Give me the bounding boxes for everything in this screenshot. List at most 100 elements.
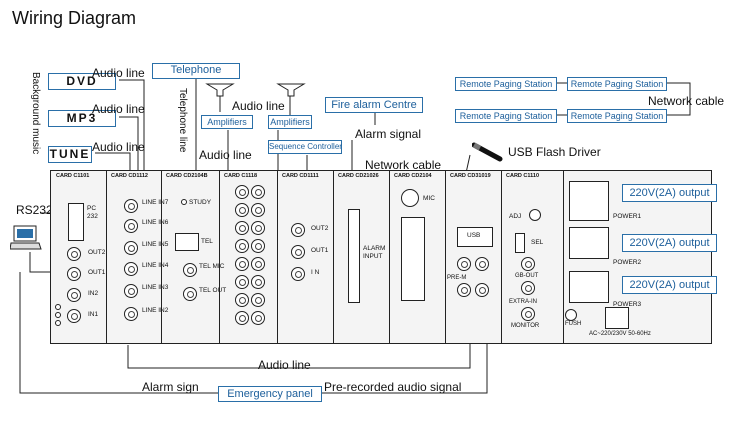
card-cd1111: CARD CD1111 OUT2 OUT1 I N	[277, 171, 334, 343]
port-label: INPUT	[363, 253, 383, 260]
card-cd31019: CARD CD31019 USB PRE-M	[445, 171, 502, 343]
indicator-dot	[55, 312, 61, 318]
speaker-out-jack	[251, 203, 265, 217]
network-cable-label: Network cable	[648, 94, 725, 108]
power-section: POWER1 POWER2 POWER3 FUSH AC~220/230V 50…	[563, 171, 711, 343]
port-label: MIC	[423, 195, 435, 202]
background-music-label: Background music	[30, 72, 41, 155]
card-header: CARD CD2104	[394, 173, 432, 179]
line-in-jack	[124, 241, 138, 255]
db9-port	[68, 203, 84, 241]
speaker-out-jack	[235, 239, 249, 253]
speaker-out-jack	[235, 257, 249, 271]
remote-paging-station-box: Remote Paging Station	[567, 109, 667, 123]
port-label: EXTRA-IN	[509, 299, 538, 305]
port-label: TEL	[201, 238, 213, 245]
alarm-sign-label: Alarm sign	[142, 380, 199, 394]
speaker-out-jack	[251, 293, 265, 307]
line-in-jack	[124, 199, 138, 213]
mode-switch	[515, 233, 525, 253]
tune-source: TUNE	[48, 146, 92, 163]
port-label: USB	[467, 232, 481, 239]
fire-alarm-centre-box: Fire alarm Centre	[325, 97, 423, 113]
power-outlet	[569, 271, 609, 303]
port-label: OUT1	[88, 269, 106, 276]
port-label: IN1	[88, 311, 99, 318]
card-header: CARD CD1112	[111, 173, 148, 179]
aux-jack	[457, 257, 471, 271]
ac-inlet	[605, 307, 629, 329]
audio-line-label: Audio line	[232, 99, 285, 113]
card-header: CARD C1101	[56, 173, 90, 179]
dvd-source: DVD	[48, 73, 116, 90]
audio-line-label: Audio line	[92, 140, 145, 154]
port-label: TEL MIC	[199, 263, 225, 270]
port-label: I N	[311, 269, 320, 276]
speaker-out-jack	[251, 221, 265, 235]
audio-line-label: Audio line	[92, 102, 145, 116]
gb-out-jack	[521, 257, 535, 271]
remote-paging-station-box: Remote Paging Station	[567, 77, 667, 91]
tel-mic-jack	[183, 263, 197, 277]
mp3-source: MP3	[48, 110, 116, 127]
usb-port	[457, 227, 493, 247]
card-header: CARD CD1111	[282, 173, 319, 179]
port-label: MONITOR	[511, 323, 540, 329]
out2-jack	[291, 223, 305, 237]
port-label: POWER2	[613, 259, 642, 266]
speaker-icon	[205, 83, 235, 97]
card-cd2104b: CARD CD2104B STUDY TEL TEL MIC TEL OUT	[161, 171, 226, 343]
speaker-out-jack	[235, 221, 249, 235]
telephone-box: Telephone	[152, 63, 240, 79]
out1-jack	[67, 267, 81, 281]
laptop-icon	[10, 225, 42, 250]
mic-jack	[401, 189, 419, 207]
power-outlet	[569, 227, 609, 259]
speaker-out-jack	[235, 275, 249, 289]
power-output-box: 220V(2A) output	[622, 184, 717, 202]
card-header: CARD CD21026	[338, 173, 379, 179]
port-label: LINE IN3	[142, 284, 169, 291]
port-label: OUT2	[311, 225, 329, 232]
sequence-controller-box: Sequence Controller	[268, 140, 342, 154]
out1-jack	[291, 245, 305, 259]
telephone-line-label: Telephone line	[177, 88, 188, 153]
port-label: POWER3	[613, 301, 642, 308]
aux-jack	[475, 283, 489, 297]
power-output-box: 220V(2A) output	[622, 276, 717, 294]
port-label: PRE-M	[447, 275, 467, 281]
port-label: LINE IN6	[142, 219, 169, 226]
speaker-out-jack	[235, 203, 249, 217]
line-in-jack	[124, 262, 138, 276]
power-output-box: 220V(2A) output	[622, 234, 717, 252]
extra-in-jack	[521, 281, 535, 295]
card-header: CARD C1110	[506, 173, 540, 179]
port-label: ADJ	[509, 213, 522, 220]
speaker-out-jack	[235, 311, 249, 325]
port-label: IN2	[88, 290, 99, 297]
card-header: CARD C1118	[224, 173, 258, 179]
card-c1110: CARD C1110 ADJ SEL GB-OUT EXTRA-IN MONIT…	[501, 171, 564, 343]
aux-jack	[457, 283, 471, 297]
card-header: CARD CD31019	[450, 173, 491, 179]
card-cd2104: CARD CD2104 MIC	[389, 171, 446, 343]
port-label: GB-OUT	[515, 273, 539, 279]
port-label: LINE IN2	[142, 307, 169, 314]
adj-knob	[529, 209, 541, 221]
card-header: CARD CD2104B	[166, 173, 208, 179]
port-label: ALARM	[363, 245, 386, 252]
port-label: SEL	[531, 239, 544, 246]
emergency-panel-box: Emergency panel	[218, 386, 322, 402]
pre-recorded-label: Pre-recorded audio signal	[324, 380, 462, 394]
amplifiers-box: Amplifiers	[201, 115, 253, 129]
speaker-out-jack	[251, 185, 265, 199]
tel-port	[175, 233, 199, 251]
usb-flash-drive-icon	[472, 142, 503, 162]
indicator-dot	[181, 199, 187, 205]
amplifiers-box: Amplifiers	[268, 115, 312, 129]
card-cd1112: CARD CD1112 LINE IN7 LINE IN6 LINE IN5 L…	[106, 171, 168, 343]
port-label: POWER1	[613, 213, 642, 220]
audio-line-label: Audio line	[258, 358, 311, 372]
port-label: FUSH	[565, 321, 582, 327]
